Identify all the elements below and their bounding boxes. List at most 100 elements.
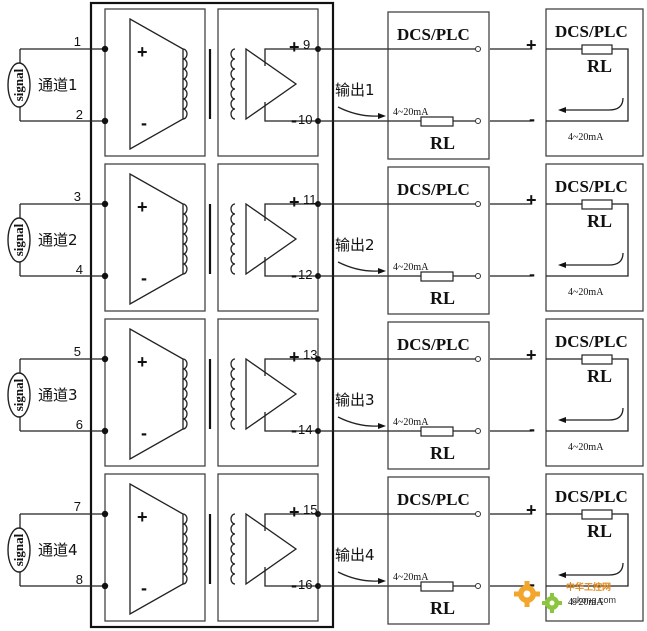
load-resistor	[420, 581, 454, 592]
load-resistor	[420, 426, 454, 437]
panel-b-plus-sign: +	[526, 500, 537, 520]
dcs-plc-label: DCS/PLC	[555, 332, 628, 351]
output-plus-sign: +	[289, 502, 300, 522]
current-range-label: 4~20mA	[568, 597, 604, 608]
arrow-head-icon	[558, 107, 566, 113]
terminal-circle	[475, 273, 481, 279]
input-terminal-pos	[101, 355, 109, 363]
dcs-plc-label: DCS/PLC	[555, 487, 628, 506]
terminal-circle	[475, 46, 481, 52]
signal-source-symbol	[7, 372, 31, 418]
dcs-plc-panel-a	[387, 166, 490, 315]
dcs-plc-panel-b	[545, 473, 644, 622]
amp-minus-sign: -	[141, 578, 147, 598]
output-label: 输出4	[335, 546, 375, 564]
resistor-label: RL	[587, 366, 612, 386]
amp-plus-sign: +	[137, 507, 148, 527]
output-wire-top	[264, 513, 318, 531]
signal-source-label: signal	[11, 533, 26, 566]
load-resistor	[420, 116, 454, 127]
dcs-plc-panel-b	[545, 318, 644, 467]
terminal-circle	[475, 118, 481, 124]
output-wire-top	[264, 48, 318, 66]
current-flow-arrow	[337, 261, 379, 272]
gear-icon	[514, 581, 540, 607]
input-pos-pin-number: 3	[74, 189, 81, 204]
input-terminal-neg	[101, 427, 109, 435]
output-wire-bottom	[264, 102, 318, 122]
transformer-primary-coil	[182, 358, 188, 430]
current-flow-arrow	[564, 562, 624, 576]
signal-source-label: signal	[11, 68, 26, 101]
current-range-label: 4~20mA	[393, 262, 429, 273]
output-plus-sign: +	[289, 347, 300, 367]
watermark-url: gkong.com	[572, 595, 616, 605]
channel-label: 通道3	[38, 386, 78, 404]
resistor-label: RL	[587, 56, 612, 76]
transformer-primary-coil	[182, 203, 188, 275]
load-resistor	[581, 44, 613, 55]
output-wire-bottom	[264, 567, 318, 587]
input-terminal-neg	[101, 582, 109, 590]
channel-label: 通道4	[38, 541, 78, 559]
transformer-secondary-coil	[230, 48, 236, 120]
panel-b-loop-wire	[546, 48, 629, 122]
resistor-label: RL	[587, 211, 612, 231]
signal-source-symbol	[7, 527, 31, 573]
input-terminal-pos	[101, 45, 109, 53]
arrow-head-icon	[378, 113, 386, 119]
load-resistor	[581, 354, 613, 365]
arrow-head-icon	[558, 417, 566, 423]
current-flow-arrow	[564, 407, 624, 421]
current-range-label: 4~20mA	[393, 417, 429, 428]
output-wire-bottom	[264, 257, 318, 277]
output-amplifier-box	[217, 8, 319, 157]
dcs-plc-label: DCS/PLC	[397, 180, 470, 199]
panel-b-loop-wire	[546, 513, 629, 587]
watermark-text: 中华工控网	[566, 581, 611, 593]
current-flow-arrow	[337, 416, 379, 427]
dcs-plc-label: DCS/PLC	[555, 22, 628, 41]
transformer-secondary-coil	[230, 358, 236, 430]
input-neg-pin-number: 4	[76, 262, 83, 277]
input-amplifier-box	[104, 473, 206, 622]
amp-plus-sign: +	[137, 197, 148, 217]
input-terminal-neg	[101, 117, 109, 125]
resistor-label: RL	[430, 288, 455, 308]
input-terminal-neg	[101, 272, 109, 280]
output-pos-pin-number: 13	[303, 347, 317, 362]
output-neg-pin-number: 14	[298, 422, 312, 437]
output-label: 输出2	[335, 236, 375, 254]
current-range-label: 4~20mA	[393, 107, 429, 118]
current-flow-arrow	[337, 106, 379, 117]
output-amplifier-box	[217, 163, 319, 312]
resistor-label: RL	[430, 443, 455, 463]
current-flow-arrow	[564, 97, 624, 111]
amp-minus-sign: -	[141, 113, 147, 133]
output-minus-sign: -	[291, 420, 297, 440]
panel-b-loop-wire	[546, 358, 629, 432]
arrow-head-icon	[558, 262, 566, 268]
dcs-plc-panel-a	[387, 321, 490, 470]
panel-b-loop-wire	[546, 203, 629, 277]
input-terminal-pos	[101, 200, 109, 208]
output-amplifier-box	[217, 318, 319, 467]
panel-b-minus-sign: -	[529, 419, 535, 439]
dcs-plc-panel-b	[545, 163, 644, 312]
transformer-secondary-coil	[230, 513, 236, 585]
input-amplifier-box	[104, 8, 206, 157]
dcs-plc-label: DCS/PLC	[397, 335, 470, 354]
panel-b-minus-sign: -	[529, 574, 535, 594]
current-range-label: 4~20mA	[393, 572, 429, 583]
input-neg-pin-number: 8	[76, 572, 83, 587]
output-pos-pin-number: 9	[303, 37, 310, 52]
arrow-head-icon	[378, 578, 386, 584]
input-neg-pin-number: 2	[76, 107, 83, 122]
terminal-circle	[475, 428, 481, 434]
output-plus-sign: +	[289, 37, 300, 57]
panel-b-plus-sign: +	[526, 190, 537, 210]
